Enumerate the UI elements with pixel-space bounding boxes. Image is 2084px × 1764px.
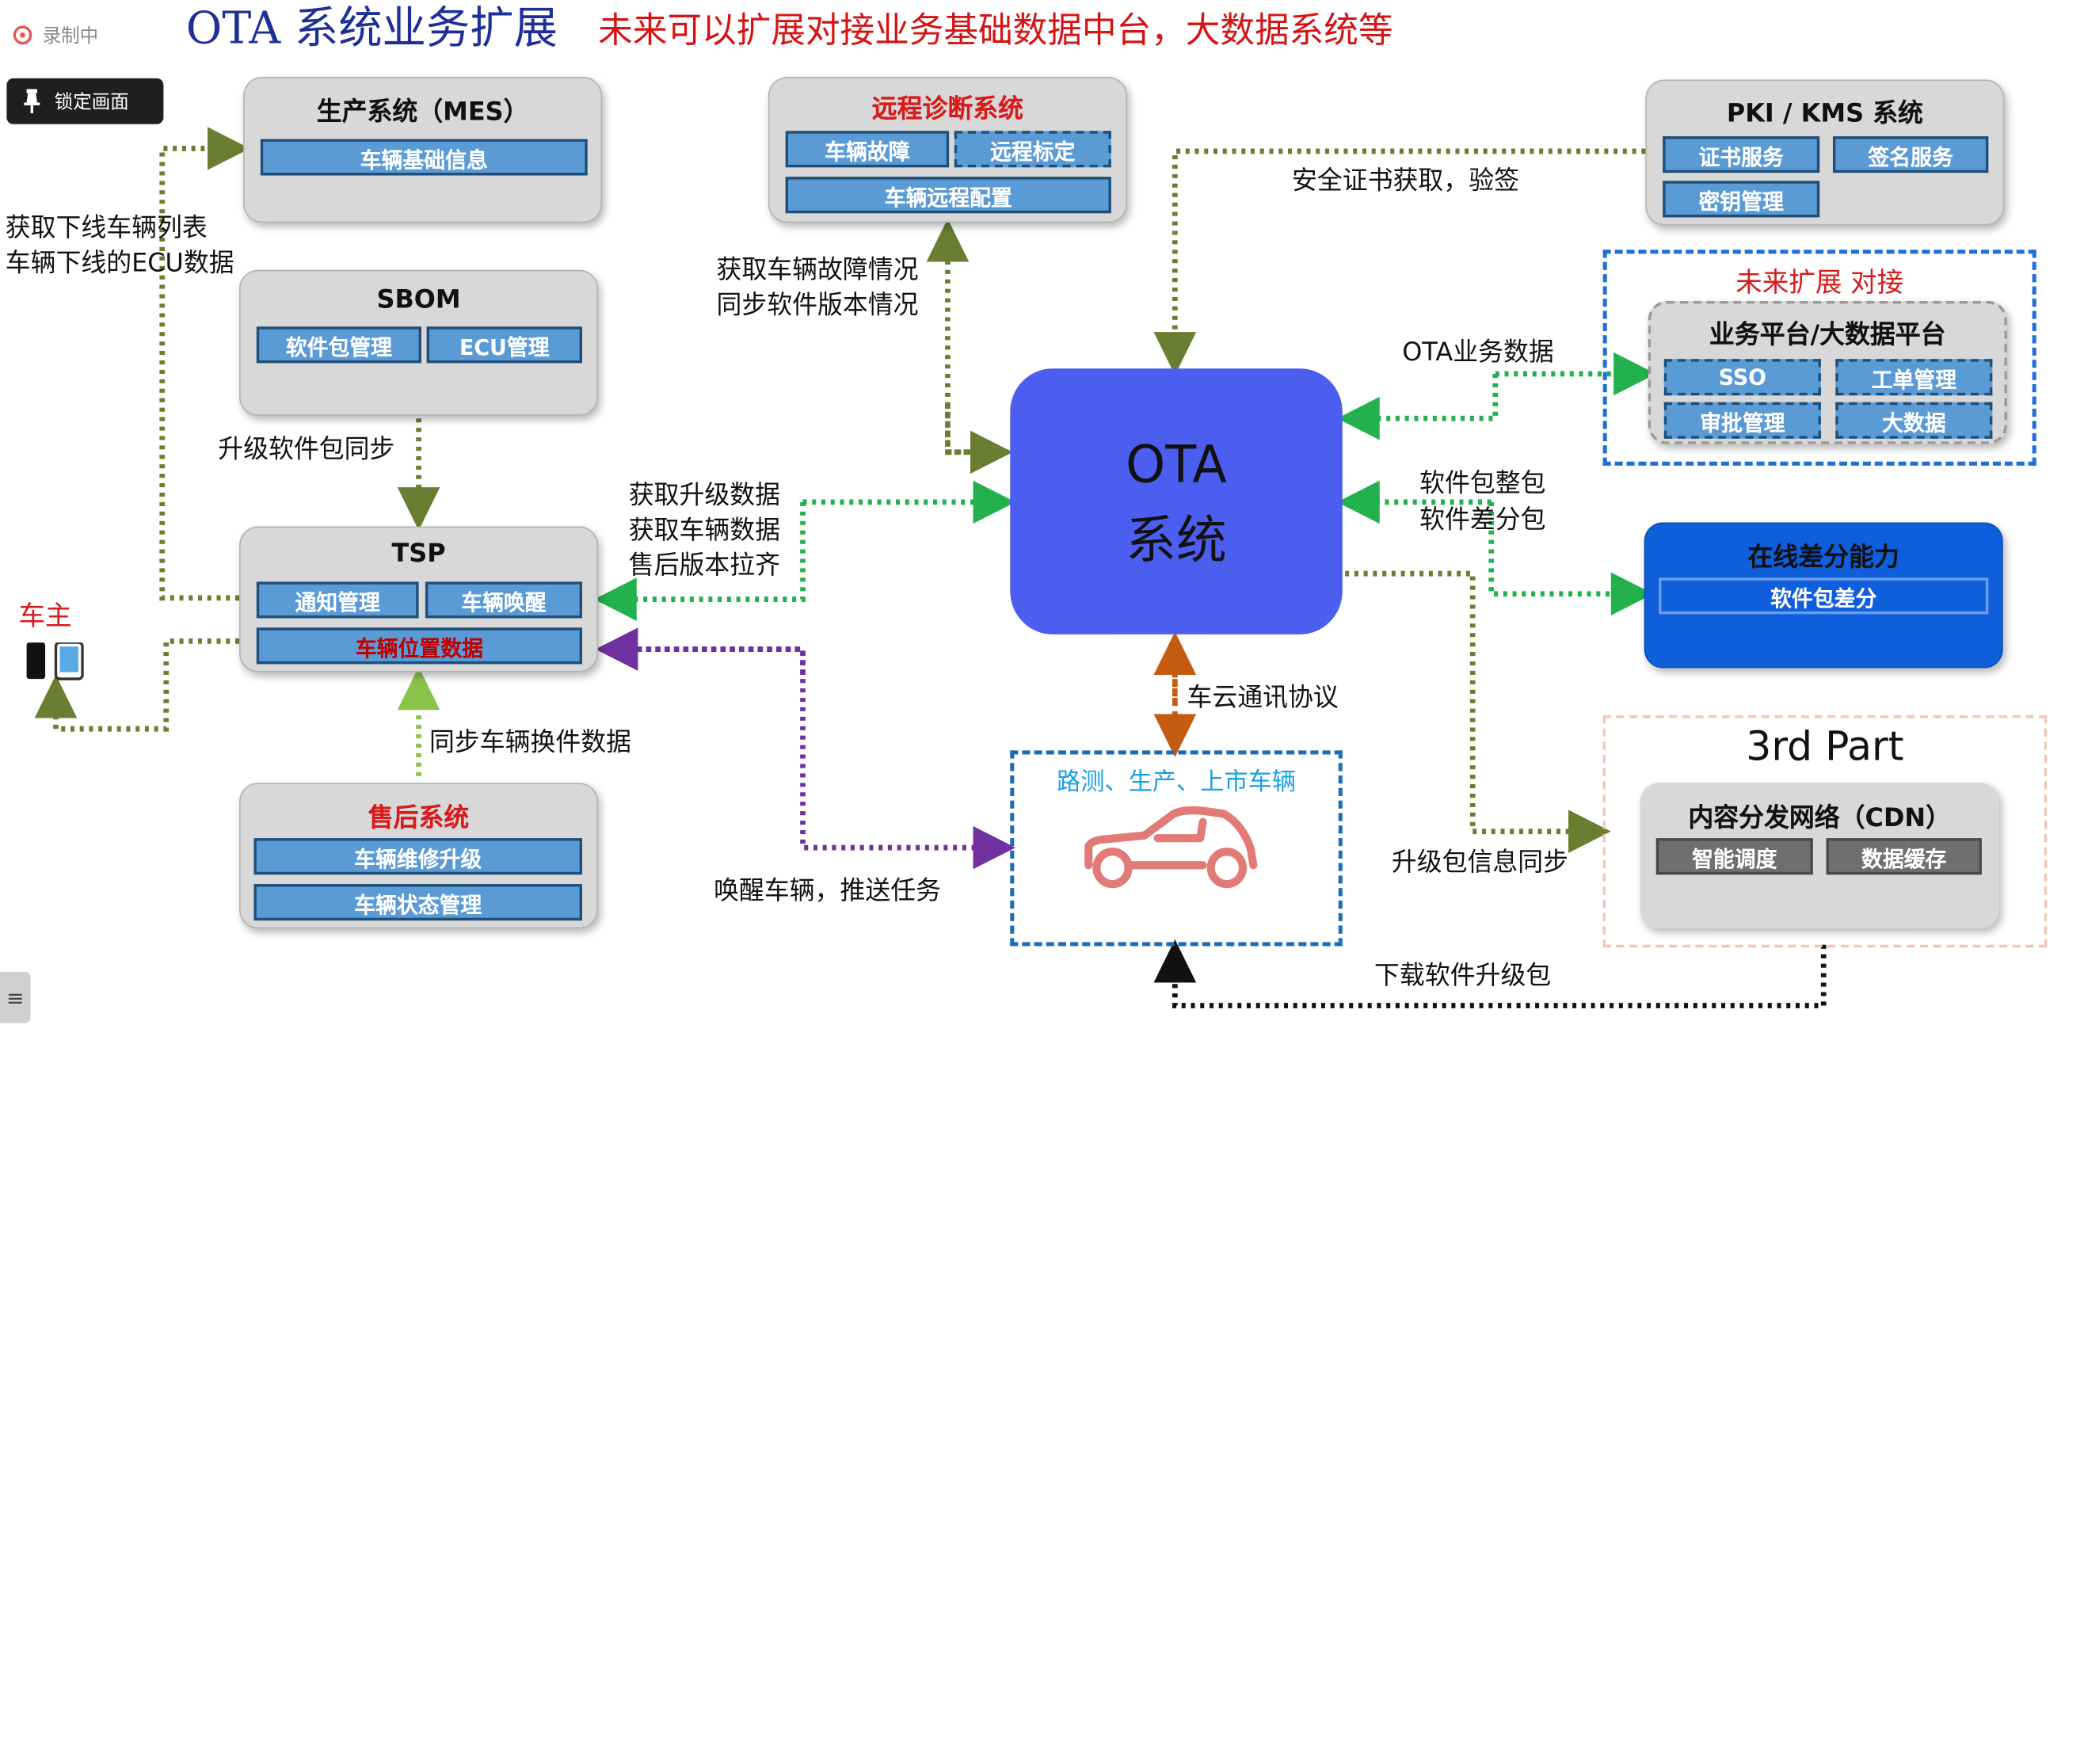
recording-indicator: 录制中 <box>13 21 98 48</box>
connections-layer <box>34 127 1827 1008</box>
page-title: OTA 系统业务扩展 <box>185 1 558 55</box>
pki-title: PKI / KMS 系统 <box>1726 98 1923 128</box>
online-diff-title: 在线差分能力 <box>1747 543 1899 573</box>
lock-screen-button[interactable]: 锁定画面 <box>6 78 164 124</box>
link-ota-cdn <box>1345 570 1611 853</box>
cdn-box: 内容分发网络（CDN） 智能调度 数据缓存 <box>1640 783 1999 929</box>
third-party-frame-title: 3rd Part <box>1746 723 1904 771</box>
future-platform-title: 业务平台/大数据平台 <box>1709 319 1946 350</box>
future-frame-title: 未来扩展 对接 <box>1735 265 1904 299</box>
tsp-item-wakeup: 车辆唤醒 <box>425 581 582 619</box>
ota-system-node: OTA 系统 <box>1010 368 1343 634</box>
tsp-box: TSP 通知管理 车辆唤醒 车辆位置数据 <box>239 526 599 672</box>
label-wake: 唤醒车辆，推送任务 <box>714 875 942 906</box>
online-diff-box: 在线差分能力 软件包差分 <box>1644 522 2003 669</box>
future-item-bigdata: 大数据 <box>1835 402 1993 439</box>
future-item-workorder: 工单管理 <box>1835 359 1993 396</box>
cdn-title: 内容分发网络（CDN） <box>1688 802 1951 833</box>
vehicle-frame: 路测、生产、上市车辆 <box>1010 750 1343 947</box>
third-party-frame: 3rd Part <box>1602 715 2048 948</box>
sbom-box: SBOM 软件包管理 ECU管理 <box>239 269 599 416</box>
label-sbom-tsp: 升级软件包同步 <box>218 434 395 465</box>
label-tsp-ota-1: 获取升级数据 <box>628 480 781 511</box>
label-diff-1: 软件包整包 <box>1419 468 1546 498</box>
label-diag-1: 获取车辆故障情况 <box>716 255 919 285</box>
label-tsp-ota-2: 获取车辆数据 <box>628 515 781 546</box>
diag-item-calibration: 远程标定 <box>954 131 1111 168</box>
mes-title: 生产系统（MES） <box>316 97 529 128</box>
sbom-item-ecu: ECU管理 <box>426 326 582 364</box>
pki-item-cert: 证书服务 <box>1663 136 1820 173</box>
remote-diag-title: 远程诊断系统 <box>871 94 1024 124</box>
label-future: OTA业务数据 <box>1402 337 1554 368</box>
mes-box: 生产系统（MES） 车辆基础信息 <box>243 77 603 223</box>
label-pki: 安全证书获取，验签 <box>1292 166 1519 196</box>
car-icon <box>1084 806 1258 889</box>
pin-icon <box>24 89 40 114</box>
tsp-title: TSP <box>391 538 446 569</box>
pki-item-sign: 签名服务 <box>1832 136 1989 173</box>
link-tsp-vehicle <box>608 646 1015 870</box>
link-ota-diag <box>926 219 1005 455</box>
pki-item-key: 密钥管理 <box>1663 181 1820 218</box>
cdn-item-cache: 数据缓存 <box>1826 838 1982 875</box>
aftersales-item-repair: 车辆维修升级 <box>253 838 582 875</box>
mes-item-vehicle-info: 车辆基础信息 <box>260 139 588 176</box>
tsp-item-location: 车辆位置数据 <box>256 627 582 665</box>
link-cdn-vehicle <box>1153 939 1827 1008</box>
diag-item-fault: 车辆故障 <box>785 131 950 168</box>
menu-icon[interactable]: ≡ <box>0 971 31 1023</box>
online-diff-item: 软件包差分 <box>1659 577 1989 615</box>
future-item-sso: SSO <box>1663 359 1821 396</box>
future-frame: 未来扩展 对接 <box>1602 250 2036 466</box>
page-subtitle: 未来可以扩展对接业务基础数据中台，大数据系统等 <box>598 10 1393 51</box>
label-v2c: 车云通讯协议 <box>1187 683 1339 713</box>
future-platform-box: 业务平台/大数据平台 SSO 工单管理 审批管理 大数据 <box>1648 300 2007 444</box>
label-tsp-ota-3: 售后版本拉齐 <box>628 551 781 581</box>
aftersales-title: 售后系统 <box>368 802 470 833</box>
diag-item-config: 车辆远程配置 <box>785 177 1111 214</box>
link-tsp-mes <box>159 127 250 601</box>
car-owner-label: 车主 <box>18 599 72 632</box>
sbom-title: SBOM <box>376 284 461 315</box>
remote-diag-box: 远程诊断系统 车辆故障 远程标定 车辆远程配置 <box>768 77 1127 223</box>
label-cdn-sync: 升级包信息同步 <box>1391 848 1569 878</box>
phone-tablet-icon <box>26 642 84 680</box>
tsp-item-notify: 通知管理 <box>256 581 419 619</box>
label-mes-tsp-1: 获取下线车辆列表 <box>5 213 208 243</box>
future-item-approval: 审批管理 <box>1663 402 1821 439</box>
ota-label-line2: 系统 <box>1126 509 1227 570</box>
link-tsp-owner <box>34 638 240 732</box>
vehicle-title: 路测、生产、上市车辆 <box>1057 768 1297 797</box>
cdn-item-scheduling: 智能调度 <box>1655 838 1813 875</box>
lock-button-label: 锁定画面 <box>54 91 129 114</box>
label-mes-tsp-2: 车辆下线的ECU数据 <box>5 248 234 279</box>
label-aftersales-tsp: 同步车辆换件数据 <box>429 727 632 757</box>
sbom-item-package: 软件包管理 <box>256 326 421 364</box>
recording-label: 录制中 <box>42 25 99 48</box>
record-icon <box>13 25 32 45</box>
label-diff-2: 软件差分包 <box>1419 505 1546 535</box>
pki-box: PKI / KMS 系统 证书服务 签名服务 密钥管理 <box>1645 79 2005 226</box>
label-diag-2: 同步软件版本情况 <box>716 290 919 320</box>
aftersales-item-status: 车辆状态管理 <box>253 884 582 921</box>
ota-label-line1: OTA <box>1126 433 1227 493</box>
aftersales-box: 售后系统 车辆维修升级 车辆状态管理 <box>239 783 599 929</box>
label-download: 下载软件升级包 <box>1374 961 1552 991</box>
